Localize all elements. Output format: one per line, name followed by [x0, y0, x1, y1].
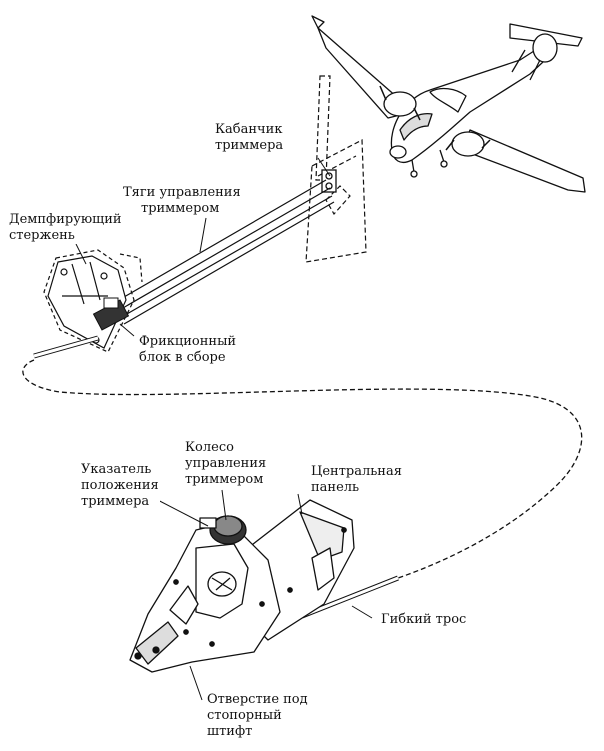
- trim-control-rods: [111, 179, 335, 325]
- aircraft-illustration: [311, 15, 586, 193]
- label-flexible-cable-line-1: Гибкий трос: [381, 612, 467, 627]
- friction-block-assembly: [92, 297, 130, 331]
- damper-rod-assembly: [43, 249, 143, 353]
- center-panel-assembly: [129, 499, 355, 673]
- label-trim-control-rods-line-1: Тяги управления: [123, 185, 241, 200]
- label-trim-indicator-line-3: триммера: [81, 494, 150, 509]
- label-trim-tab-line-2: триммера: [215, 138, 284, 153]
- label-trim-control-rods: Тяги управления триммером: [122, 185, 242, 217]
- label-lock-pin-hole-line-1: Отверстие под: [207, 692, 308, 707]
- label-center-panel-line-2: панель: [311, 480, 360, 495]
- label-friction-block: Фрикционный блок в сборе: [138, 334, 238, 366]
- label-trim-wheel-line-1: Колесо: [185, 440, 234, 455]
- label-trim-wheel-line-3: триммером: [185, 472, 264, 487]
- label-friction-block-line-1: Фрикционный: [139, 334, 237, 349]
- label-trim-wheel: Колесо управления триммером: [184, 440, 268, 488]
- label-flexible-cable: Гибкий трос: [380, 612, 468, 628]
- label-trim-tab: Кабанчик триммера: [214, 122, 285, 154]
- label-center-panel-line-1: Центральная: [311, 464, 402, 479]
- label-trim-indicator: Указатель положения триммера: [80, 462, 160, 510]
- label-center-panel: Центральная панель: [310, 464, 403, 496]
- label-damper-rod: Демпфирующий стержень: [8, 212, 123, 244]
- label-trim-wheel-line-2: управления: [185, 456, 267, 471]
- label-friction-block-line-2: блок в сборе: [139, 350, 226, 365]
- label-lock-pin-hole: Отверстие под стопорный штифт: [206, 692, 309, 740]
- label-lock-pin-hole-line-2: стопорный: [207, 708, 282, 723]
- trim-tab-horn: [321, 169, 337, 193]
- label-trim-indicator-line-1: Указатель: [81, 462, 152, 477]
- label-trim-tab-line-1: Кабанчик: [215, 122, 283, 137]
- label-lock-pin-hole-line-3: штифт: [207, 724, 253, 739]
- label-damper-rod-line-1: Демпфирующий: [9, 212, 122, 227]
- label-trim-control-rods-line-2: триммером: [141, 201, 220, 216]
- flexible-cable: [22, 335, 583, 619]
- trim-tab-surface: [305, 75, 367, 263]
- label-trim-indicator-line-2: положения: [81, 478, 159, 493]
- label-damper-rod-line-2: стержень: [9, 228, 75, 243]
